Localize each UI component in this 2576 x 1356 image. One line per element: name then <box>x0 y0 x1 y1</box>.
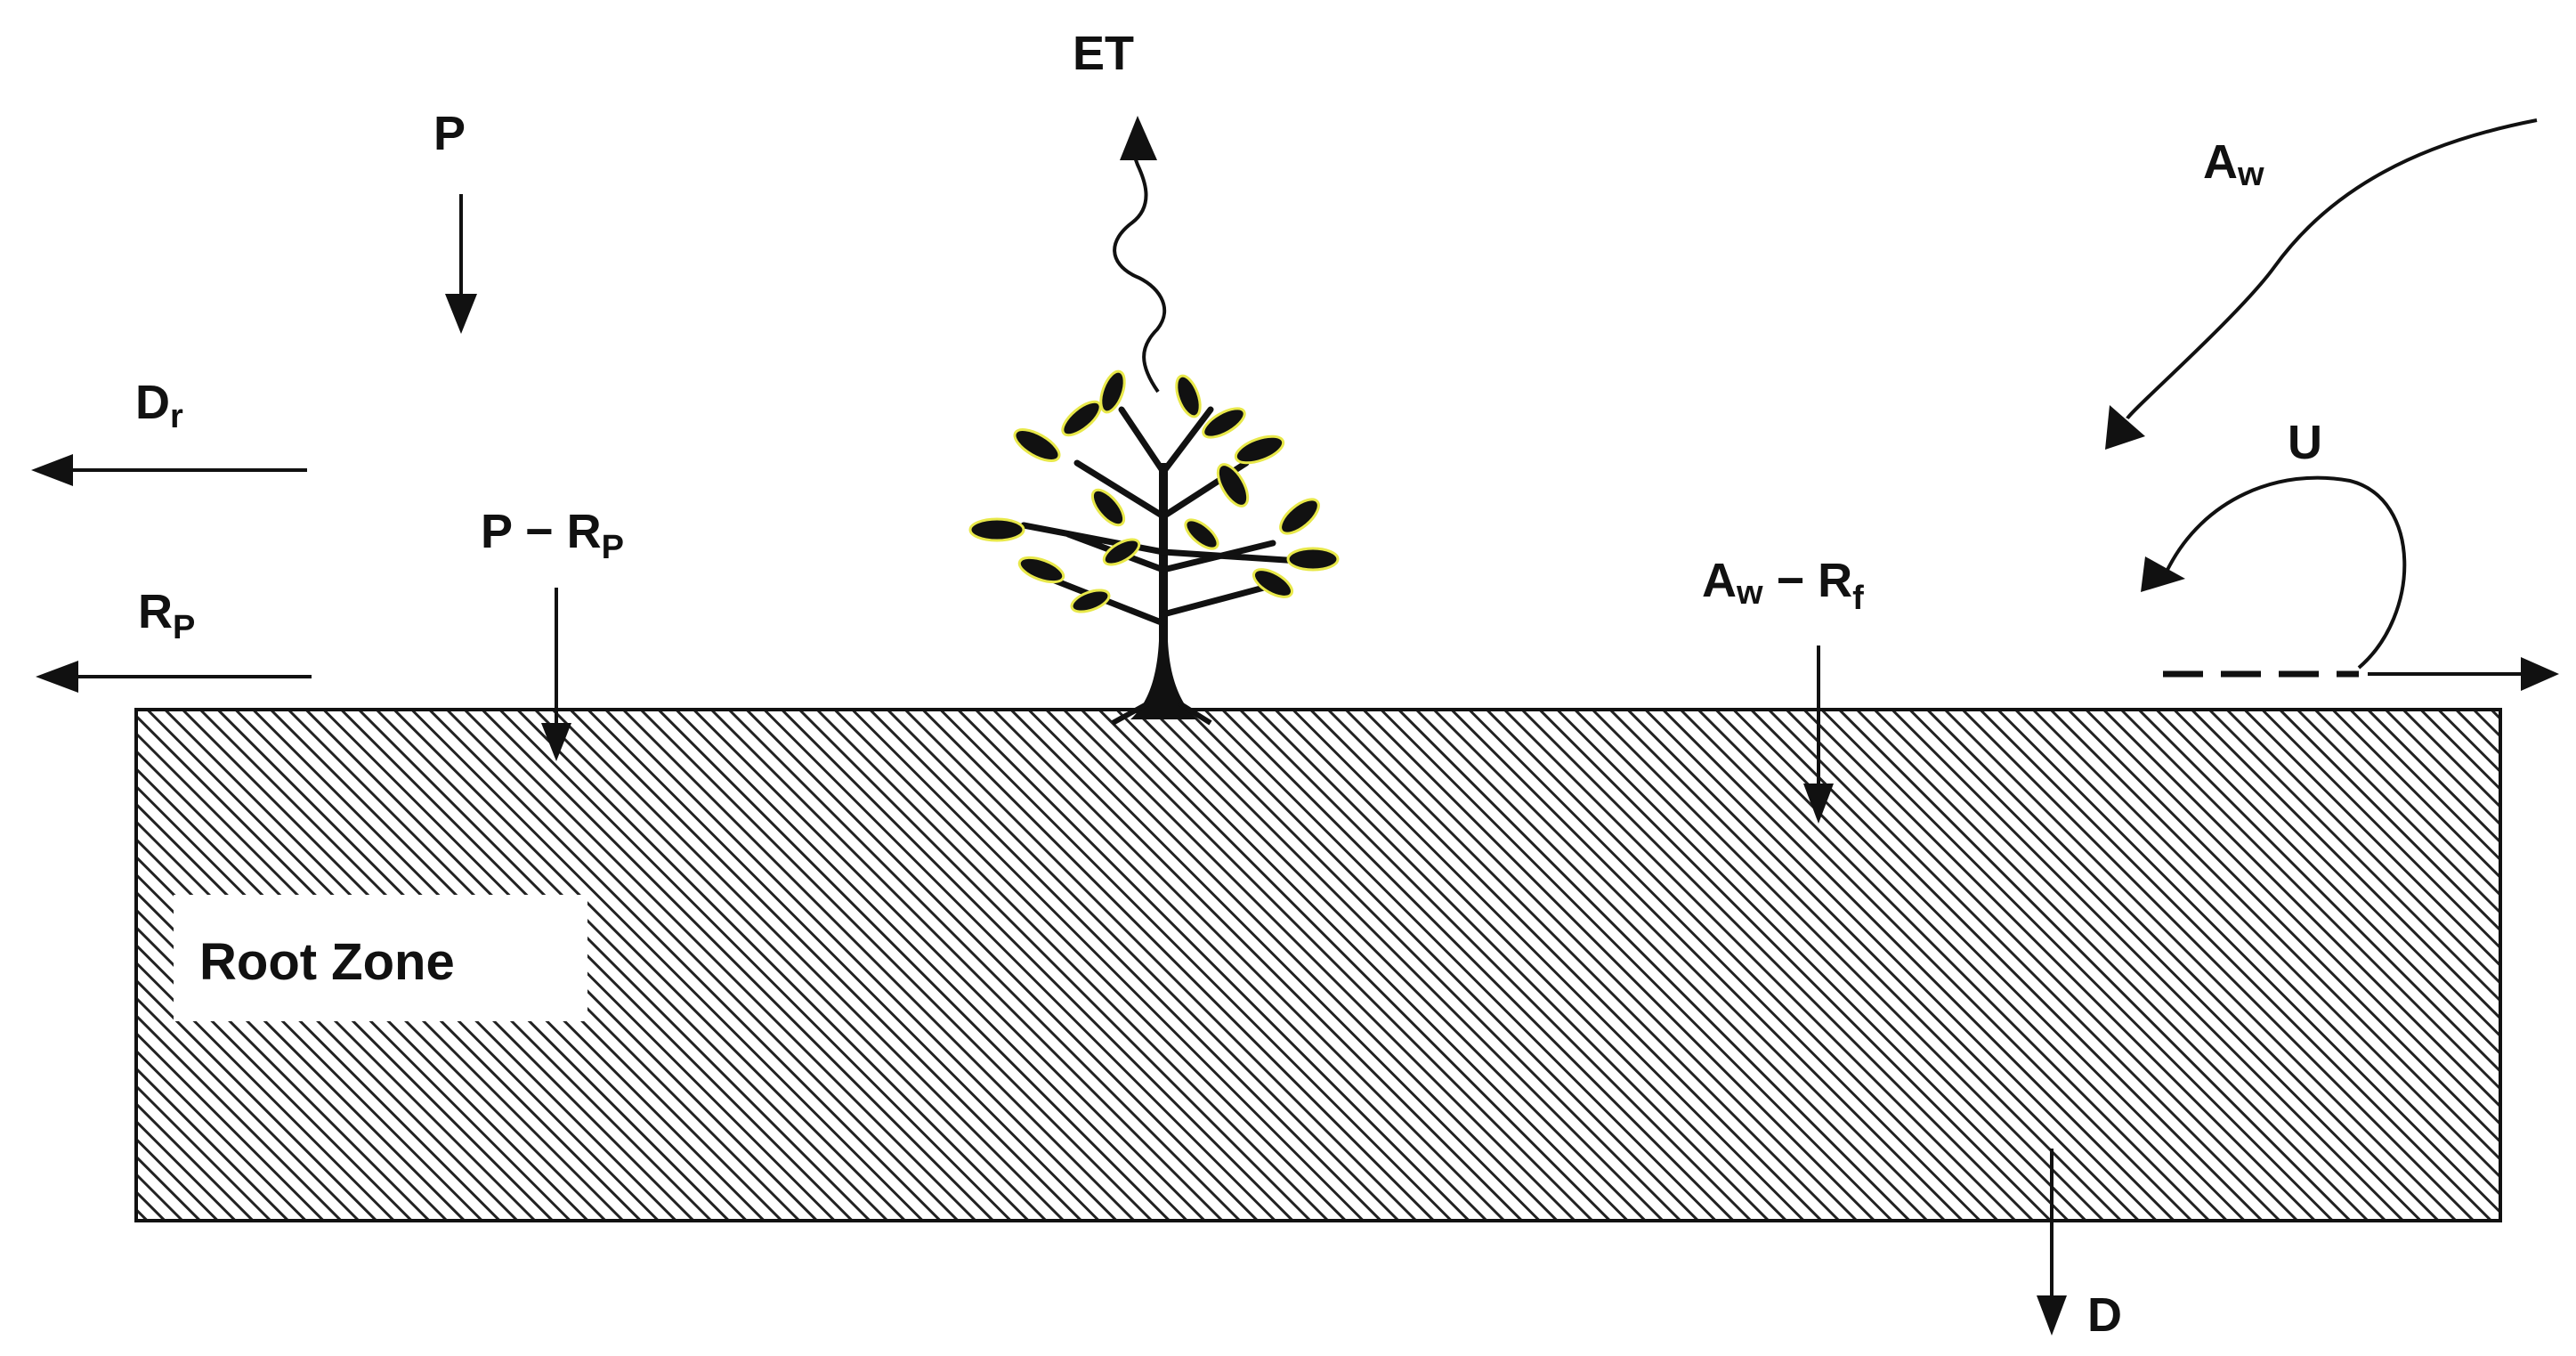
root-zone-label-box <box>174 895 587 1021</box>
d-label: D <box>2087 1288 2122 1342</box>
rp-arrow-head <box>36 661 78 693</box>
u-arrow-head <box>2141 556 2185 592</box>
dr-arrow-head <box>31 454 73 486</box>
rp-label: RP <box>138 585 195 646</box>
u-label: U <box>2288 416 2322 469</box>
et-label: ET <box>1073 27 1134 80</box>
p-arrow-head <box>445 294 477 334</box>
aw-label: Aw <box>2203 135 2264 193</box>
aw-minus-rf-label: Aw − Rf <box>1702 554 1864 617</box>
et-wavy-arrow <box>1113 133 1167 394</box>
p-minus-rp-label: P − RP <box>481 505 624 566</box>
p-minus-rp-arrow-head <box>541 723 571 761</box>
et-arrow-head <box>1120 116 1157 160</box>
aw-curved-arrow <box>2126 118 2538 420</box>
root-zone-label: Root Zone <box>199 933 455 991</box>
p-label: P <box>433 107 466 160</box>
d-arrow-head <box>2037 1295 2067 1336</box>
surface-outflow-arrow-head <box>2521 657 2559 691</box>
u-hook-arrow <box>2166 475 2407 670</box>
aw-arrow-head <box>2105 405 2145 450</box>
tree-icon <box>968 369 1340 726</box>
aw-minus-rf-arrow-head <box>1803 784 1834 824</box>
dr-label: Dr <box>135 376 183 435</box>
